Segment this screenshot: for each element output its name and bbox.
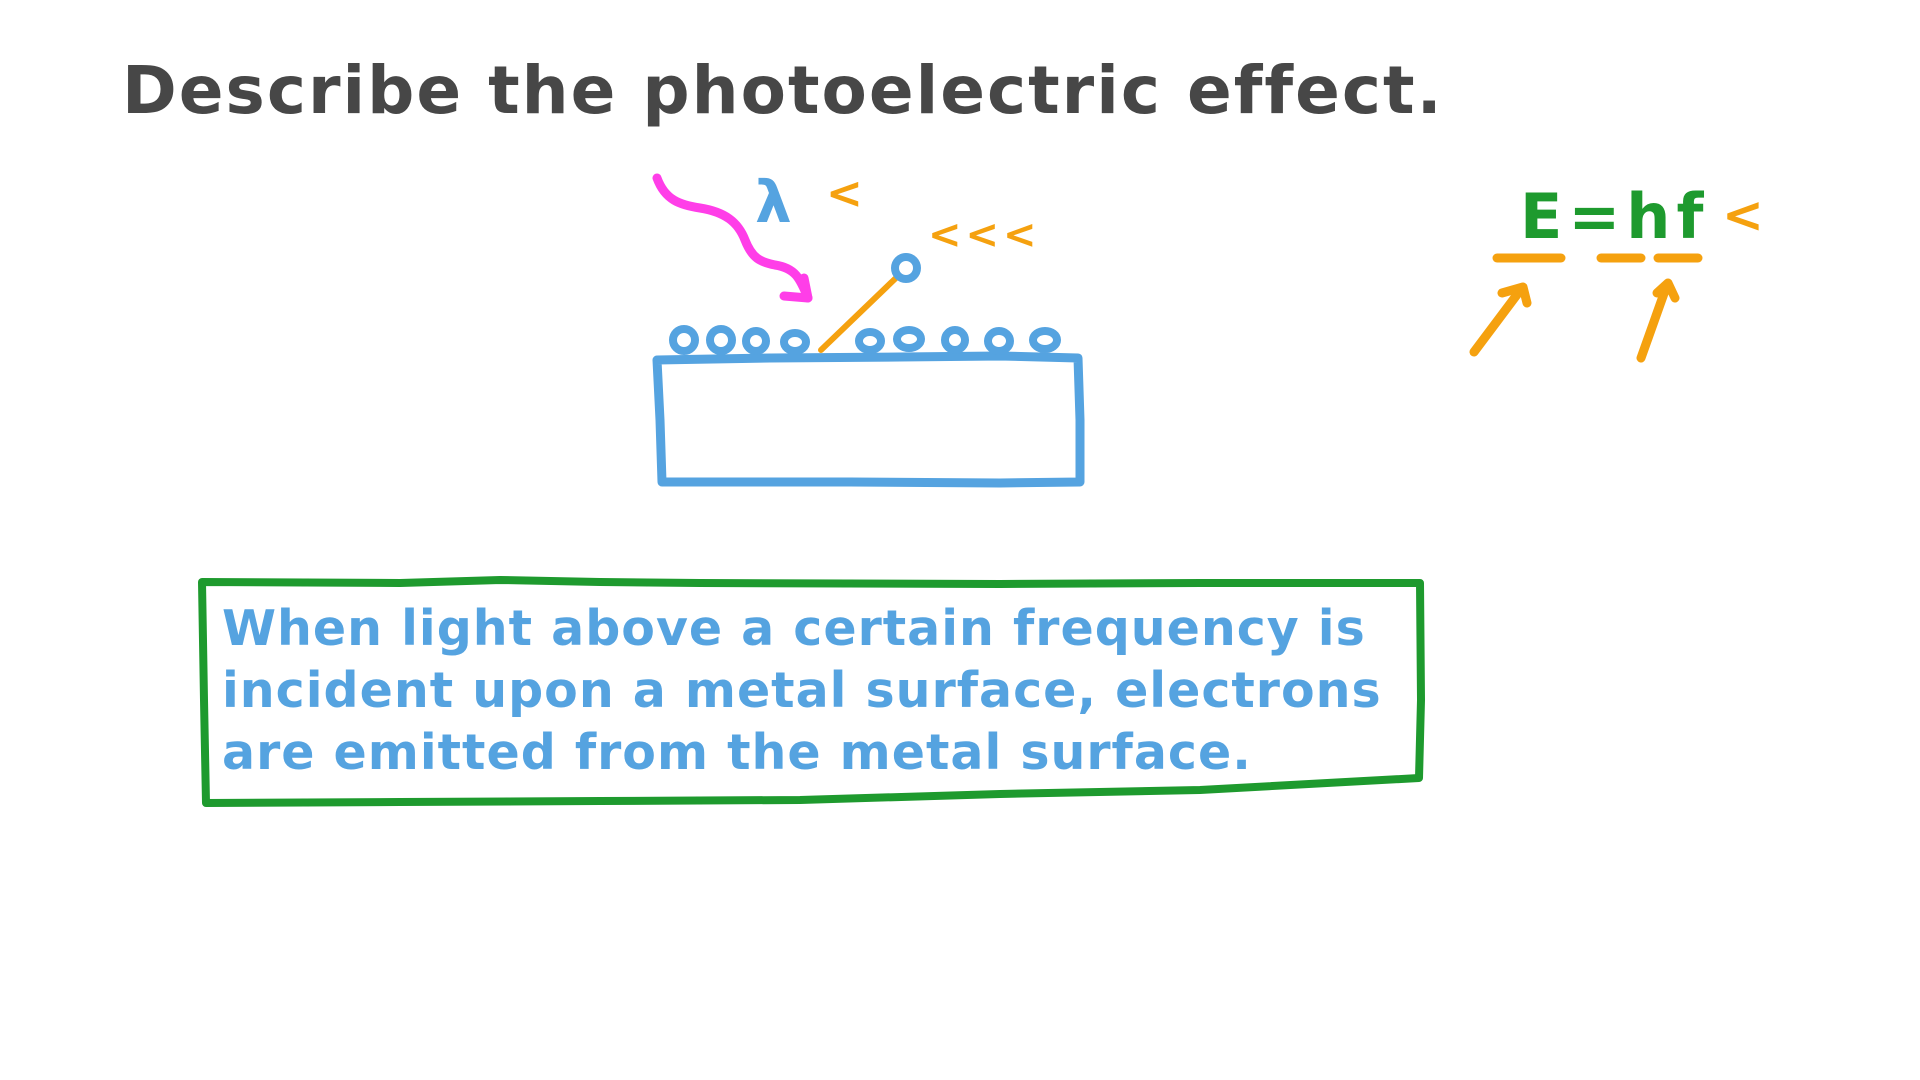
electron-path-line xyxy=(818,273,901,353)
incident-light-arrow-icon xyxy=(652,173,813,303)
electron-icon xyxy=(855,328,885,354)
electron-icon xyxy=(984,327,1014,355)
equation-annotations xyxy=(1469,253,1703,363)
electron-tick-marks: <<< xyxy=(928,212,1041,258)
equation-tick-mark: < xyxy=(1722,186,1764,244)
photon-energy-equation: E=hf xyxy=(1520,180,1710,253)
answer-line: are emitted from the metal surface. xyxy=(222,724,1252,781)
wavelength-label: λ xyxy=(755,168,792,236)
electron-icon xyxy=(669,325,699,355)
answer-line: When light above a certain frequency is xyxy=(222,600,1366,657)
metal-block xyxy=(652,351,1085,488)
wavelength-tick-mark: < xyxy=(826,168,863,219)
arrow-to-f-icon xyxy=(1636,280,1672,363)
emitted-electron-icon xyxy=(891,253,921,283)
electron-icon xyxy=(706,325,736,355)
answer-box-border xyxy=(198,576,1425,807)
electron-icon xyxy=(742,327,770,355)
answer-line: incident upon a metal surface, electrons xyxy=(222,662,1382,719)
question-title: Describe the photoelectric effect. xyxy=(122,52,1444,129)
answer-text: When light above a certain frequency is … xyxy=(222,598,1412,784)
electron-icon xyxy=(1029,327,1061,353)
electron-icon xyxy=(780,329,810,355)
surface-electrons xyxy=(669,325,1061,355)
arrow-to-E-icon xyxy=(1469,283,1527,357)
electron-icon xyxy=(893,326,925,352)
electron-icon xyxy=(941,326,969,354)
